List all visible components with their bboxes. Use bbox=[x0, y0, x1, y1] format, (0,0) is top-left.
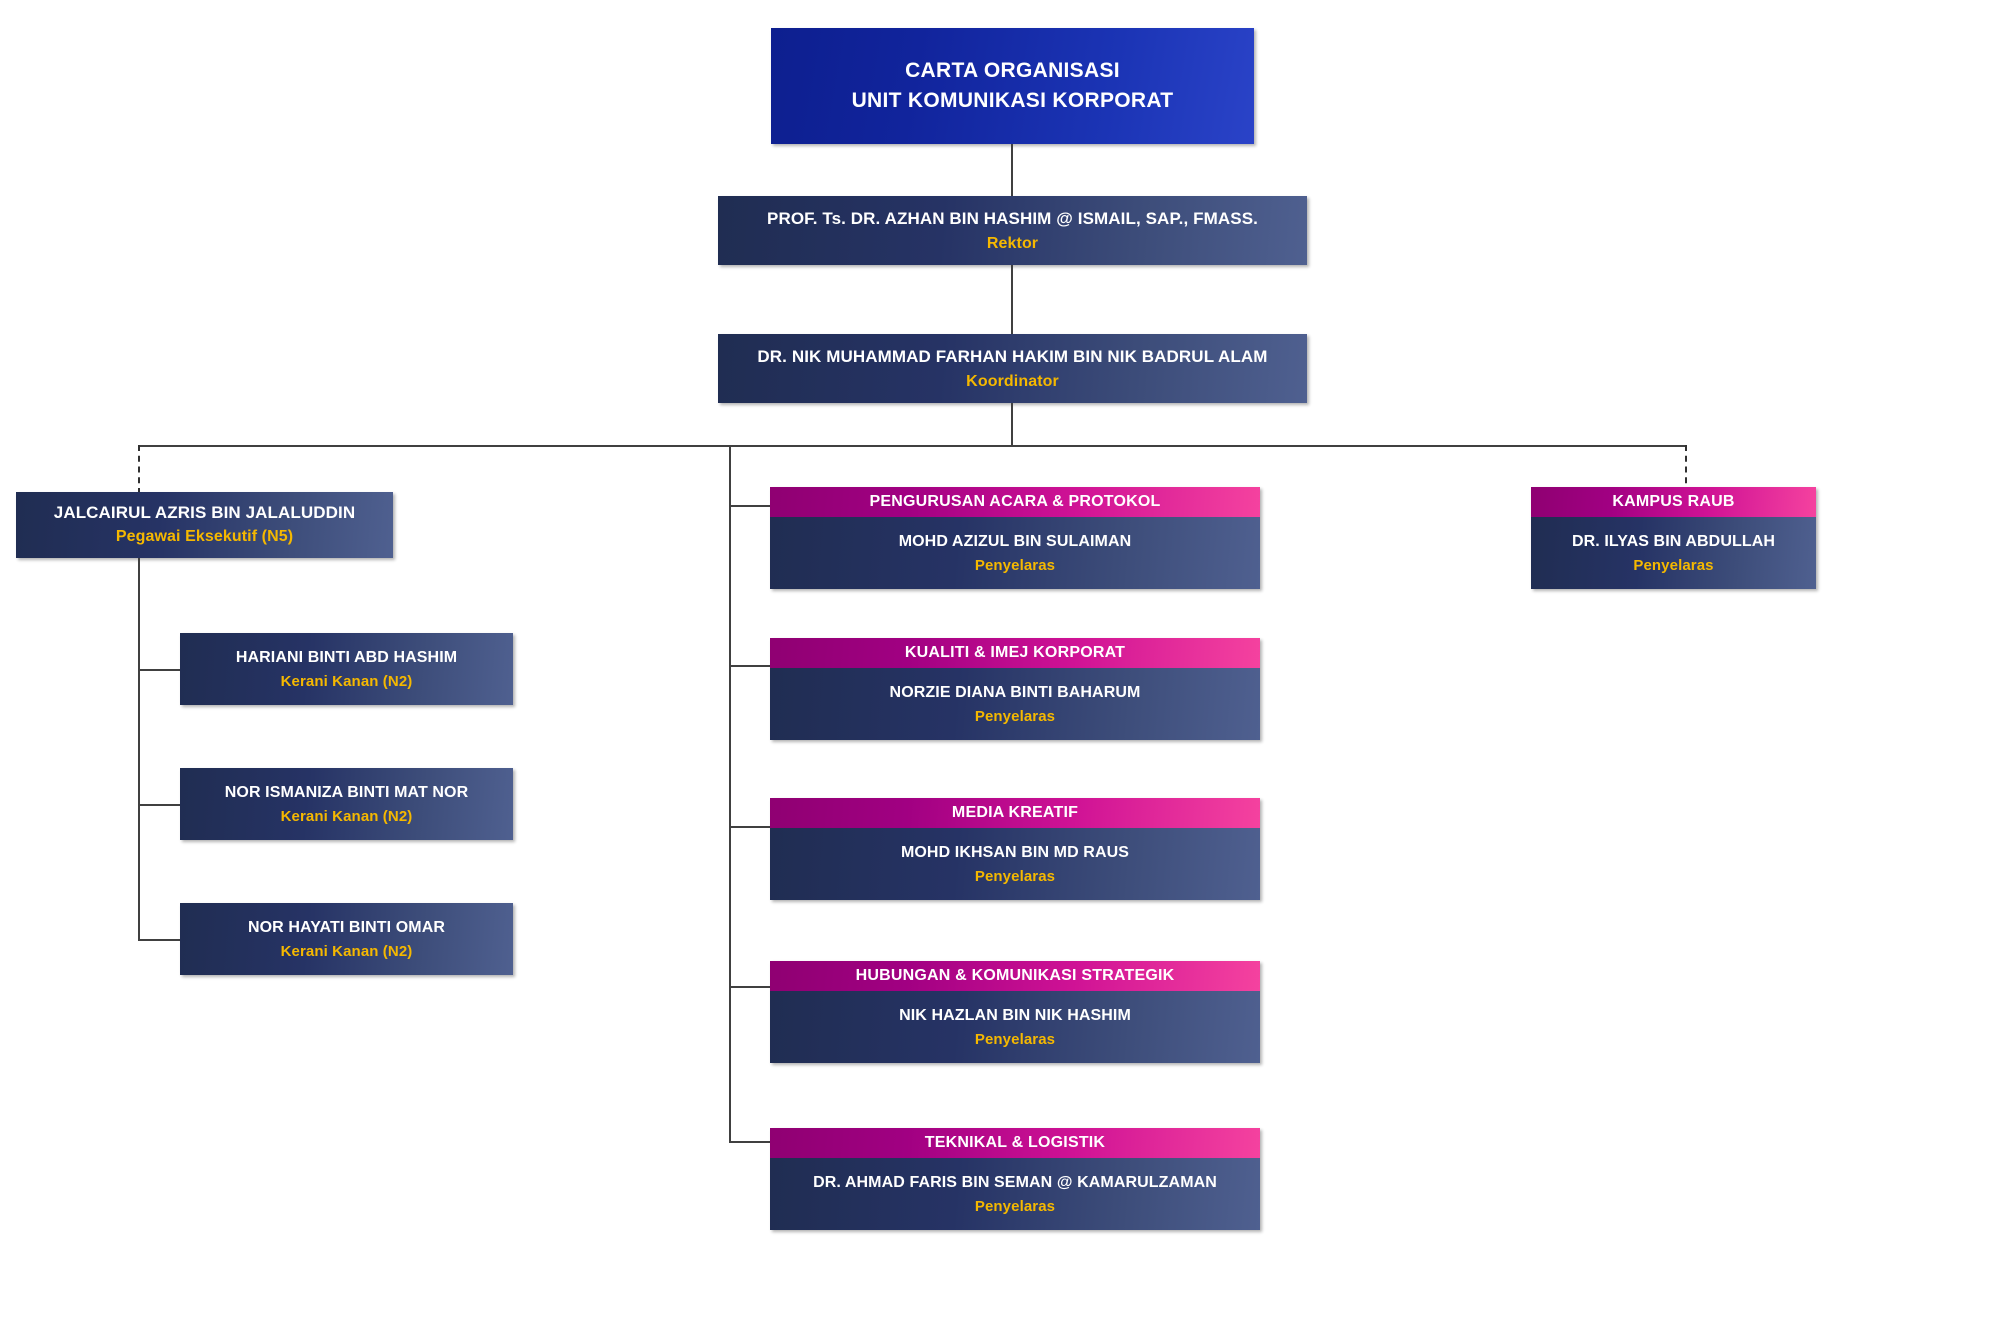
connector-stub-dept-2 bbox=[729, 665, 770, 667]
node-clerk-3[interactable]: NOR HAYATI BINTI OMAR Kerani Kanan (N2) bbox=[180, 903, 513, 975]
clerk-1-name: HARIANI BINTI ABD HASHIM bbox=[235, 648, 458, 666]
dept-5-role: Penyelaras bbox=[974, 1197, 1056, 1215]
dept-2-name: NORZIE DIANA BINTI BAHARUM bbox=[889, 683, 1141, 701]
clerk-2-role: Kerani Kanan (N2) bbox=[280, 807, 413, 825]
dept-2-body: NORZIE DIANA BINTI BAHARUM Penyelaras bbox=[770, 668, 1260, 740]
connector-stub-dept-4 bbox=[729, 986, 770, 988]
node-koordinator[interactable]: DR. NIK MUHAMMAD FARHAN HAKIM BIN NIK BA… bbox=[718, 334, 1307, 403]
kampus-raub-name: DR. ILYAS BIN ABDULLAH bbox=[1571, 532, 1776, 550]
dept-4-body: NIK HAZLAN BIN NIK HASHIM Penyelaras bbox=[770, 991, 1260, 1063]
rektor-name: PROF. Ts. DR. AZHAN BIN HASHIM @ ISMAIL,… bbox=[767, 208, 1258, 228]
node-clerk-1[interactable]: HARIANI BINTI ABD HASHIM Kerani Kanan (N… bbox=[180, 633, 513, 705]
dept-4-header: HUBUNGAN & KOMUNIKASI STRATEGIK bbox=[770, 961, 1260, 991]
connector-bus-to-executive bbox=[138, 445, 140, 494]
clerk-3-name: NOR HAYATI BINTI OMAR bbox=[247, 918, 446, 936]
node-dept-pengurusan-acara-protokol[interactable]: PENGURUSAN ACARA & PROTOKOL MOHD AZIZUL … bbox=[770, 487, 1260, 589]
dept-4-name: NIK HAZLAN BIN NIK HASHIM bbox=[899, 1006, 1131, 1024]
dept-2-header: KUALITI & IMEJ KORPORAT bbox=[770, 638, 1260, 668]
connector-rektor-to-koordinator bbox=[1011, 265, 1013, 334]
connector-bus-to-kampus-raub bbox=[1685, 445, 1687, 494]
connector-stub-dept-3 bbox=[729, 826, 770, 828]
kampus-raub-body: DR. ILYAS BIN ABDULLAH Penyelaras bbox=[1531, 517, 1816, 589]
connector-executive-spine bbox=[138, 558, 140, 940]
node-dept-hubungan-komunikasi-strategik[interactable]: HUBUNGAN & KOMUNIKASI STRATEGIK NIK HAZL… bbox=[770, 961, 1260, 1063]
node-rektor[interactable]: PROF. Ts. DR. AZHAN BIN HASHIM @ ISMAIL,… bbox=[718, 196, 1307, 265]
node-pegawai-eksekutif[interactable]: JALCAIRUL AZRIS BIN JALALUDDIN Pegawai E… bbox=[16, 492, 393, 558]
dept-3-header: MEDIA KREATIF bbox=[770, 798, 1260, 828]
dept-5-name: DR. AHMAD FARIS BIN SEMAN @ KAMARULZAMAN bbox=[813, 1173, 1217, 1191]
kampus-raub-header: KAMPUS RAUB bbox=[1531, 487, 1816, 517]
dept-3-name: MOHD IKHSAN BIN MD RAUS bbox=[900, 843, 1130, 861]
executive-role: Pegawai Eksekutif (N5) bbox=[115, 528, 294, 545]
dept-1-header: PENGURUSAN ACARA & PROTOKOL bbox=[770, 487, 1260, 517]
clerk-2-name: NOR ISMANIZA BINTI MAT NOR bbox=[224, 783, 469, 801]
dept-2-role: Penyelaras bbox=[974, 707, 1056, 725]
connector-koordinator-stem bbox=[1011, 403, 1013, 446]
dept-3-body: MOHD IKHSAN BIN MD RAUS Penyelaras bbox=[770, 828, 1260, 900]
connector-stub-clerk-3 bbox=[138, 939, 180, 941]
dept-3-role: Penyelaras bbox=[974, 867, 1056, 885]
node-dept-kampus-raub[interactable]: KAMPUS RAUB DR. ILYAS BIN ABDULLAH Penye… bbox=[1531, 487, 1816, 589]
dept-5-header: TEKNIKAL & LOGISTIK bbox=[770, 1128, 1260, 1158]
clerk-1-role: Kerani Kanan (N2) bbox=[280, 672, 413, 690]
clerk-3-role: Kerani Kanan (N2) bbox=[280, 942, 413, 960]
connector-stub-clerk-2 bbox=[138, 804, 180, 806]
connector-title-to-rektor bbox=[1011, 144, 1013, 196]
dept-1-role: Penyelaras bbox=[974, 556, 1056, 574]
chart-title-box: CARTA ORGANISASI UNIT KOMUNIKASI KORPORA… bbox=[771, 28, 1254, 144]
node-clerk-2[interactable]: NOR ISMANIZA BINTI MAT NOR Kerani Kanan … bbox=[180, 768, 513, 840]
dept-1-body: MOHD AZIZUL BIN SULAIMAN Penyelaras bbox=[770, 517, 1260, 589]
kampus-raub-role: Penyelaras bbox=[1633, 556, 1714, 574]
dept-4-role: Penyelaras bbox=[974, 1030, 1056, 1048]
rektor-role: Rektor bbox=[986, 234, 1039, 252]
connector-stub-clerk-1 bbox=[138, 669, 180, 671]
dept-5-body: DR. AHMAD FARIS BIN SEMAN @ KAMARULZAMAN… bbox=[770, 1158, 1260, 1230]
dept-1-name: MOHD AZIZUL BIN SULAIMAN bbox=[898, 532, 1132, 550]
connector-center-spine bbox=[729, 445, 731, 1142]
node-dept-kualiti-imej-korporat[interactable]: KUALITI & IMEJ KORPORAT NORZIE DIANA BIN… bbox=[770, 638, 1260, 740]
node-dept-media-kreatif[interactable]: MEDIA KREATIF MOHD IKHSAN BIN MD RAUS Pe… bbox=[770, 798, 1260, 900]
koordinator-role: Koordinator bbox=[966, 372, 1059, 390]
chart-title-line1: CARTA ORGANISASI bbox=[905, 59, 1120, 82]
connector-main-bus bbox=[138, 445, 1686, 447]
koordinator-name: DR. NIK MUHAMMAD FARHAN HAKIM BIN NIK BA… bbox=[757, 346, 1268, 366]
connector-stub-dept-5 bbox=[729, 1141, 770, 1143]
node-dept-teknikal-logistik[interactable]: TEKNIKAL & LOGISTIK DR. AHMAD FARIS BIN … bbox=[770, 1128, 1260, 1230]
executive-name: JALCAIRUL AZRIS BIN JALALUDDIN bbox=[53, 503, 356, 522]
connector-stub-dept-1 bbox=[729, 505, 770, 507]
chart-title-line2: UNIT KOMUNIKASI KORPORAT bbox=[851, 89, 1174, 112]
